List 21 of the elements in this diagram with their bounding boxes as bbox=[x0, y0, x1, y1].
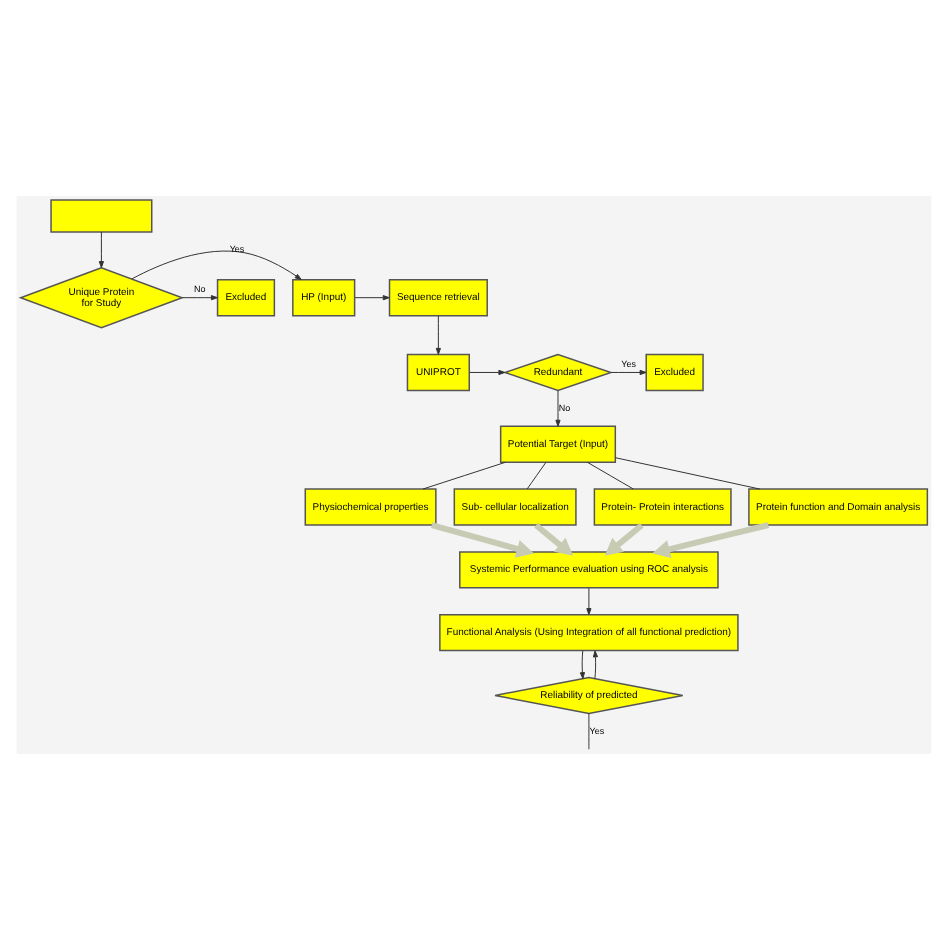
connector bbox=[526, 461, 547, 489]
arrow bbox=[586, 586, 592, 615]
connector bbox=[422, 460, 507, 489]
connector bbox=[614, 456, 761, 489]
arrow bbox=[182, 294, 218, 300]
arrow bbox=[610, 368, 647, 375]
arrow bbox=[430, 521, 534, 557]
arrow bbox=[131, 249, 302, 279]
arrow bbox=[534, 522, 574, 555]
arrow bbox=[555, 389, 561, 426]
arrow bbox=[435, 314, 441, 354]
node-box bbox=[50, 198, 153, 232]
arrow bbox=[592, 649, 599, 679]
connector bbox=[586, 460, 634, 489]
connector bbox=[588, 711, 590, 749]
arrow bbox=[98, 230, 104, 268]
arrow bbox=[579, 649, 585, 679]
arrow bbox=[469, 368, 506, 375]
arrow bbox=[604, 522, 644, 555]
arrow bbox=[652, 521, 770, 558]
arrow bbox=[354, 294, 390, 300]
